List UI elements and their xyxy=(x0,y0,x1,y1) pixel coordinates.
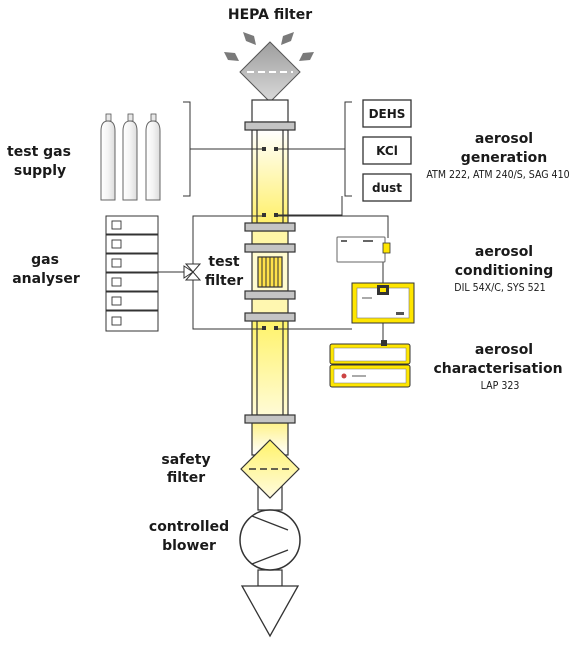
dust-box-label: dust xyxy=(372,181,402,195)
duct-downstream-section xyxy=(251,298,289,314)
flange-4 xyxy=(244,290,296,300)
flange-2 xyxy=(244,222,296,232)
inflow-arrow-4 xyxy=(299,52,314,61)
duct-measurement-section xyxy=(251,320,289,416)
dust-box: dust xyxy=(362,173,412,202)
duct-top-neck xyxy=(251,99,289,123)
test-filter-element xyxy=(257,256,283,288)
gas-cylinder-icon xyxy=(145,113,161,201)
gas-analyser-label-1: gas xyxy=(31,252,59,268)
aerosol-generator-boxes: DEHS KCl dust xyxy=(362,99,412,202)
kcl-box: KCl xyxy=(362,136,412,165)
aerosol-characterisation-models: LAP 323 xyxy=(481,380,520,392)
outflow-arrow xyxy=(240,585,300,638)
controlled-blower-label-1: controlled xyxy=(149,519,229,535)
flange-1 xyxy=(244,121,296,131)
safety-filter-label-1: safety xyxy=(161,452,210,468)
flange-5 xyxy=(244,312,296,322)
aerosol-conditioning-label-2: conditioning xyxy=(455,263,554,279)
dehs-box-label: DEHS xyxy=(369,107,406,121)
test-gas-supply-label-1: test gas xyxy=(7,144,71,160)
flange-3 xyxy=(244,243,296,253)
inflow-arrow-2 xyxy=(281,32,294,45)
gas-cylinders xyxy=(100,113,161,201)
aerosol-generation-label-2: generation xyxy=(461,150,547,166)
duct-upstream-section xyxy=(251,230,289,245)
switching-valve-icon xyxy=(183,263,202,281)
flange-6 xyxy=(244,414,296,424)
hepa-filter xyxy=(239,41,301,103)
safety-filter-label-2: filter xyxy=(167,470,205,486)
controlled-blower-label-2: blower xyxy=(162,538,216,554)
kcl-box-label: KCl xyxy=(376,144,398,158)
gas-cylinder-icon xyxy=(122,113,138,201)
aerosol-generation-models: ATM 222, ATM 240/S, SAG 410 xyxy=(426,169,569,181)
gas-analyser-lines xyxy=(158,215,262,330)
hepa-filter-label: HEPA filter xyxy=(228,7,312,23)
aerosol-conditioning-label-1: aerosol xyxy=(475,244,533,260)
aerosol-conditioning-models: DIL 54X/C, SYS 521 xyxy=(454,282,545,294)
test-gas-supply-label-2: supply xyxy=(14,163,66,179)
particle-spectrometer xyxy=(329,340,411,388)
aerosol-measurement-lines xyxy=(278,215,389,346)
controlled-blower xyxy=(239,509,301,571)
aerosol-generation-label-1: aerosol xyxy=(475,131,533,147)
gas-cylinder-icon xyxy=(100,113,116,201)
dilution-device-1 xyxy=(336,236,391,263)
gas-supply-bracket xyxy=(183,101,262,197)
aerosol-characterisation-label-2: characterisation xyxy=(433,361,562,377)
dehs-box: DEHS xyxy=(362,99,412,128)
aerosol-generation-bracket xyxy=(278,101,352,216)
safety-filter xyxy=(240,439,300,499)
duct-outlet-neck xyxy=(257,569,283,587)
duct-generation-section xyxy=(251,129,289,224)
hepa-inflow-arrows xyxy=(224,32,314,61)
duct-flanges xyxy=(244,121,296,424)
inflow-arrow-1 xyxy=(243,32,256,45)
inflow-arrow-3 xyxy=(224,52,239,61)
gas-analyser-label-2: analyser xyxy=(12,271,80,287)
dilution-device-2 xyxy=(351,282,415,324)
sample-points xyxy=(262,147,278,330)
aerosol-characterisation-label-1: aerosol xyxy=(475,342,533,358)
test-filter-label-2: filter xyxy=(205,273,243,289)
test-filter-label-1: test xyxy=(208,254,240,270)
gas-analyser-rack xyxy=(105,215,159,332)
